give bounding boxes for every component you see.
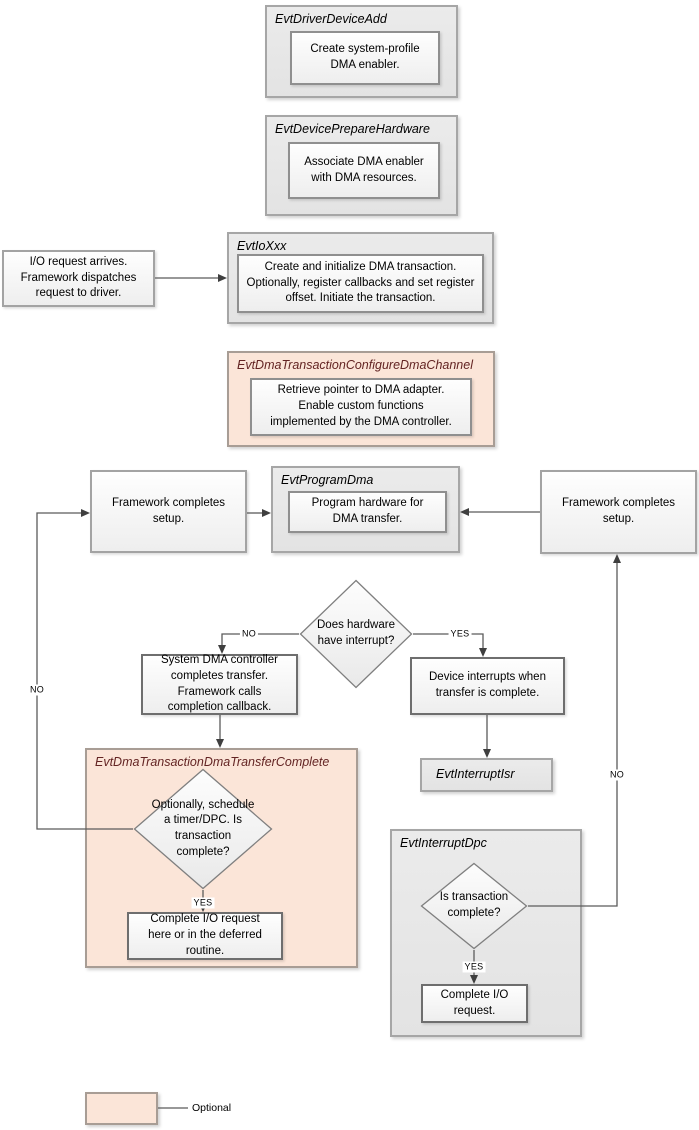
group-title: EvtProgramDma <box>281 473 374 487</box>
label-no-interrupt: NO <box>239 628 259 640</box>
arrowhead <box>218 274 227 282</box>
label-yes-dpc: YES <box>462 961 486 973</box>
decision-hardware-interrupt: Does hardware have interrupt? <box>299 579 413 689</box>
arrowhead <box>262 509 271 517</box>
node-associate-dma-enabler: Associate DMA enabler with DMA resources… <box>288 142 440 199</box>
arrowhead <box>613 554 621 563</box>
decision-text: Does hardware have interrupt? <box>317 619 395 647</box>
node-io-request-arrives: I/O request arrives. Framework dispatche… <box>2 250 155 307</box>
node-retrieve-dma-adapter: Retrieve pointer to DMA adapter. Enable … <box>250 378 472 436</box>
node-text: Create and initialize DMA transaction. O… <box>246 260 475 305</box>
node-text: Device interrupts when transfer is compl… <box>429 671 546 699</box>
arrowhead <box>216 739 224 748</box>
node-text: Create system-profile DMA enabler. <box>310 43 420 71</box>
group-title: EvtInterruptIsr <box>436 767 515 781</box>
decision-text: Is transaction complete? <box>439 891 509 919</box>
node-text: Complete I/O request. <box>440 988 509 1017</box>
node-text: Framework completes setup. <box>111 496 226 525</box>
node-text: I/O request arrives. Framework dispatche… <box>20 255 137 300</box>
legend-optional-swatch <box>85 1092 158 1125</box>
node-create-initialize-transaction: Create and initialize DMA transaction. O… <box>237 254 484 313</box>
arrowhead <box>483 749 491 758</box>
group-title: EvtDriverDeviceAdd <box>275 12 387 26</box>
node-text: Associate DMA enabler with DMA resources… <box>304 155 424 184</box>
diamond-shape <box>299 579 413 689</box>
label-yes-timerdpc: YES <box>191 897 215 909</box>
diamond-shape <box>420 862 528 950</box>
diamond-shape <box>133 768 273 890</box>
arrowhead <box>81 509 90 517</box>
node-create-dma-enabler: Create system-profile DMA enabler. <box>290 31 440 85</box>
label-no-left-loop: NO <box>27 684 47 696</box>
label-no-right-loop: NO <box>607 769 627 781</box>
node-framework-setup-right: Framework completes setup. <box>540 470 697 554</box>
node-device-interrupts: Device interrupts when transfer is compl… <box>410 657 565 715</box>
label-yes-interrupt: YES <box>448 628 472 640</box>
node-text: Retrieve pointer to DMA adapter. Enable … <box>270 384 452 428</box>
node-text: System DMA controller completes transfer… <box>161 653 278 714</box>
node-complete-io: Complete I/O request. <box>421 984 528 1023</box>
group-title: EvtDmaTransactionConfigureDmaChannel <box>237 358 473 372</box>
node-complete-io-deferred: Complete I/O request here or in the defe… <box>127 912 283 960</box>
legend-label: Optional <box>192 1102 232 1114</box>
group-title: EvtDmaTransactionDmaTransferComplete <box>95 755 330 769</box>
arrowhead <box>479 648 487 657</box>
group-title: EvtIoXxx <box>237 239 287 253</box>
decision-text: Optionally, schedule a timer/DPC. Is tra… <box>151 798 255 858</box>
group-evt-interrupt-isr: EvtInterruptIsr <box>420 758 553 792</box>
decision-timer-dpc: Optionally, schedule a timer/DPC. Is tra… <box>133 768 273 890</box>
node-text: Program hardware for DMA transfer. <box>311 497 424 525</box>
group-title: EvtInterruptDpc <box>400 836 487 850</box>
node-framework-setup-left: Framework completes setup. <box>90 470 247 553</box>
node-program-hardware: Program hardware for DMA transfer. <box>288 491 447 533</box>
node-system-dma-completes: System DMA controller completes transfer… <box>141 654 298 715</box>
node-text: Complete I/O request here or in the defe… <box>148 913 262 957</box>
group-title: EvtDevicePrepareHardware <box>275 122 430 136</box>
connector-interrupt-no <box>221 633 299 646</box>
arrowhead <box>460 508 469 516</box>
decision-transaction-complete: Is transaction complete? <box>420 862 528 950</box>
node-text: Framework completes setup. <box>561 497 676 525</box>
